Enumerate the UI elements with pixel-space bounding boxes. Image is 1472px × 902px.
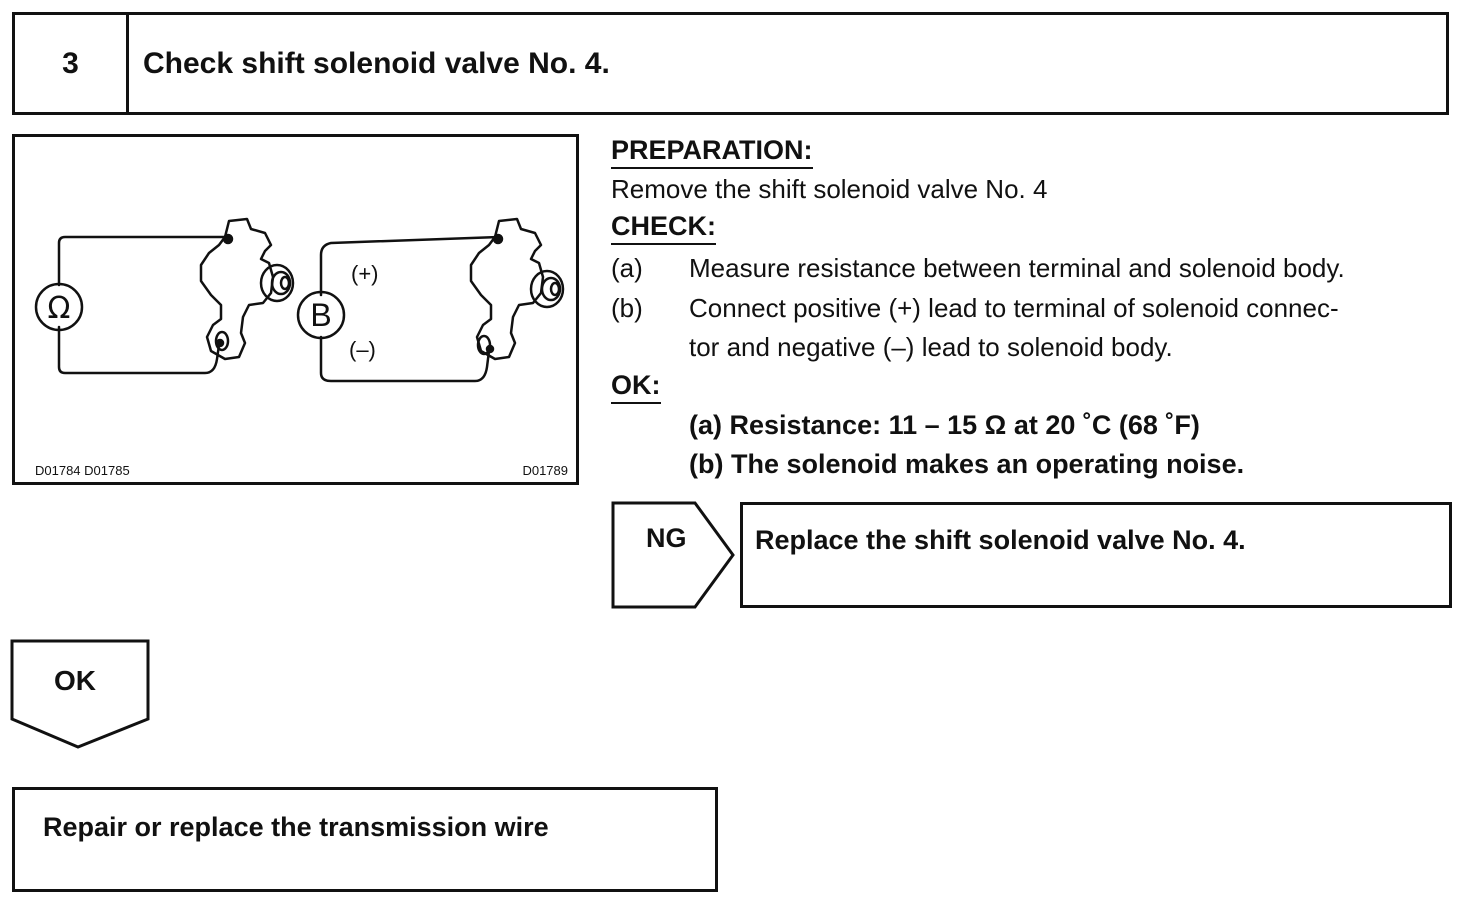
wire-batt-top [319, 235, 501, 297]
figure-code-left: D01784 D01785 [35, 463, 130, 478]
check-item-a-text: Measure resistance between terminal and … [689, 253, 1345, 283]
wire-ohm-bottom [57, 325, 221, 375]
ok-arrow-shape [10, 639, 150, 749]
ohmmeter-icon [34, 282, 84, 332]
battery-icon [296, 290, 346, 340]
positive-label: (+) [351, 261, 379, 286]
ng-action-text: Replace the shift solenoid valve No. 4. [755, 525, 1246, 555]
check-item-b-marker: (b) [611, 293, 643, 323]
battery-symbol: B [310, 297, 331, 333]
check-heading-text: CHECK: [611, 210, 716, 245]
check-heading: CHECK: [611, 210, 716, 245]
step-title: Check shift solenoid valve No. 4. [143, 46, 610, 80]
ok-spec-line-b: (b) The solenoid makes an operating nois… [689, 449, 1245, 479]
solenoid-test-figure: Ω B (+) (–) D01784 D01785 D01789 [12, 134, 579, 485]
solenoid-valve-left-icon [199, 217, 295, 361]
ok-action-box: Repair or replace the transmission wire [12, 787, 718, 892]
solenoid-valve-right-icon [469, 217, 565, 361]
circuit-diagram: Ω B (+) (–) [34, 217, 565, 383]
negative-label: (–) [349, 337, 376, 362]
step-number: 3 [15, 15, 129, 112]
ok-action-text: Repair or replace the transmission wire [43, 812, 549, 842]
wire-ohm-top [57, 235, 229, 287]
wire-batt-bottom [319, 335, 491, 383]
ng-action-box: Replace the shift solenoid valve No. 4. [740, 502, 1452, 608]
ng-label: NG [646, 523, 687, 553]
check-item-a-marker: (a) [611, 253, 643, 283]
preparation-heading-text: PREPARATION: [611, 134, 813, 169]
ok-heading: OK: [611, 369, 661, 404]
figure-code-right: D01789 [522, 463, 568, 478]
check-item-b-text-line1: Connect positive (+) lead to terminal of… [689, 293, 1339, 323]
preparation-heading: PREPARATION: [611, 134, 813, 169]
ok-heading-text: OK: [611, 369, 661, 404]
check-item-b-text-line2: tor and negative (–) lead to solenoid bo… [689, 332, 1173, 362]
ng-arrow-shape [611, 501, 735, 609]
ok-label: OK [54, 665, 96, 696]
preparation-text: Remove the shift solenoid valve No. 4 [611, 174, 1048, 204]
step-header: 3 Check shift solenoid valve No. 4. [12, 12, 1449, 115]
ohm-symbol: Ω [48, 291, 71, 326]
ok-spec-line-a: (a) Resistance: 11 – 15 Ω at 20 ˚C (68 ˚… [689, 410, 1200, 440]
